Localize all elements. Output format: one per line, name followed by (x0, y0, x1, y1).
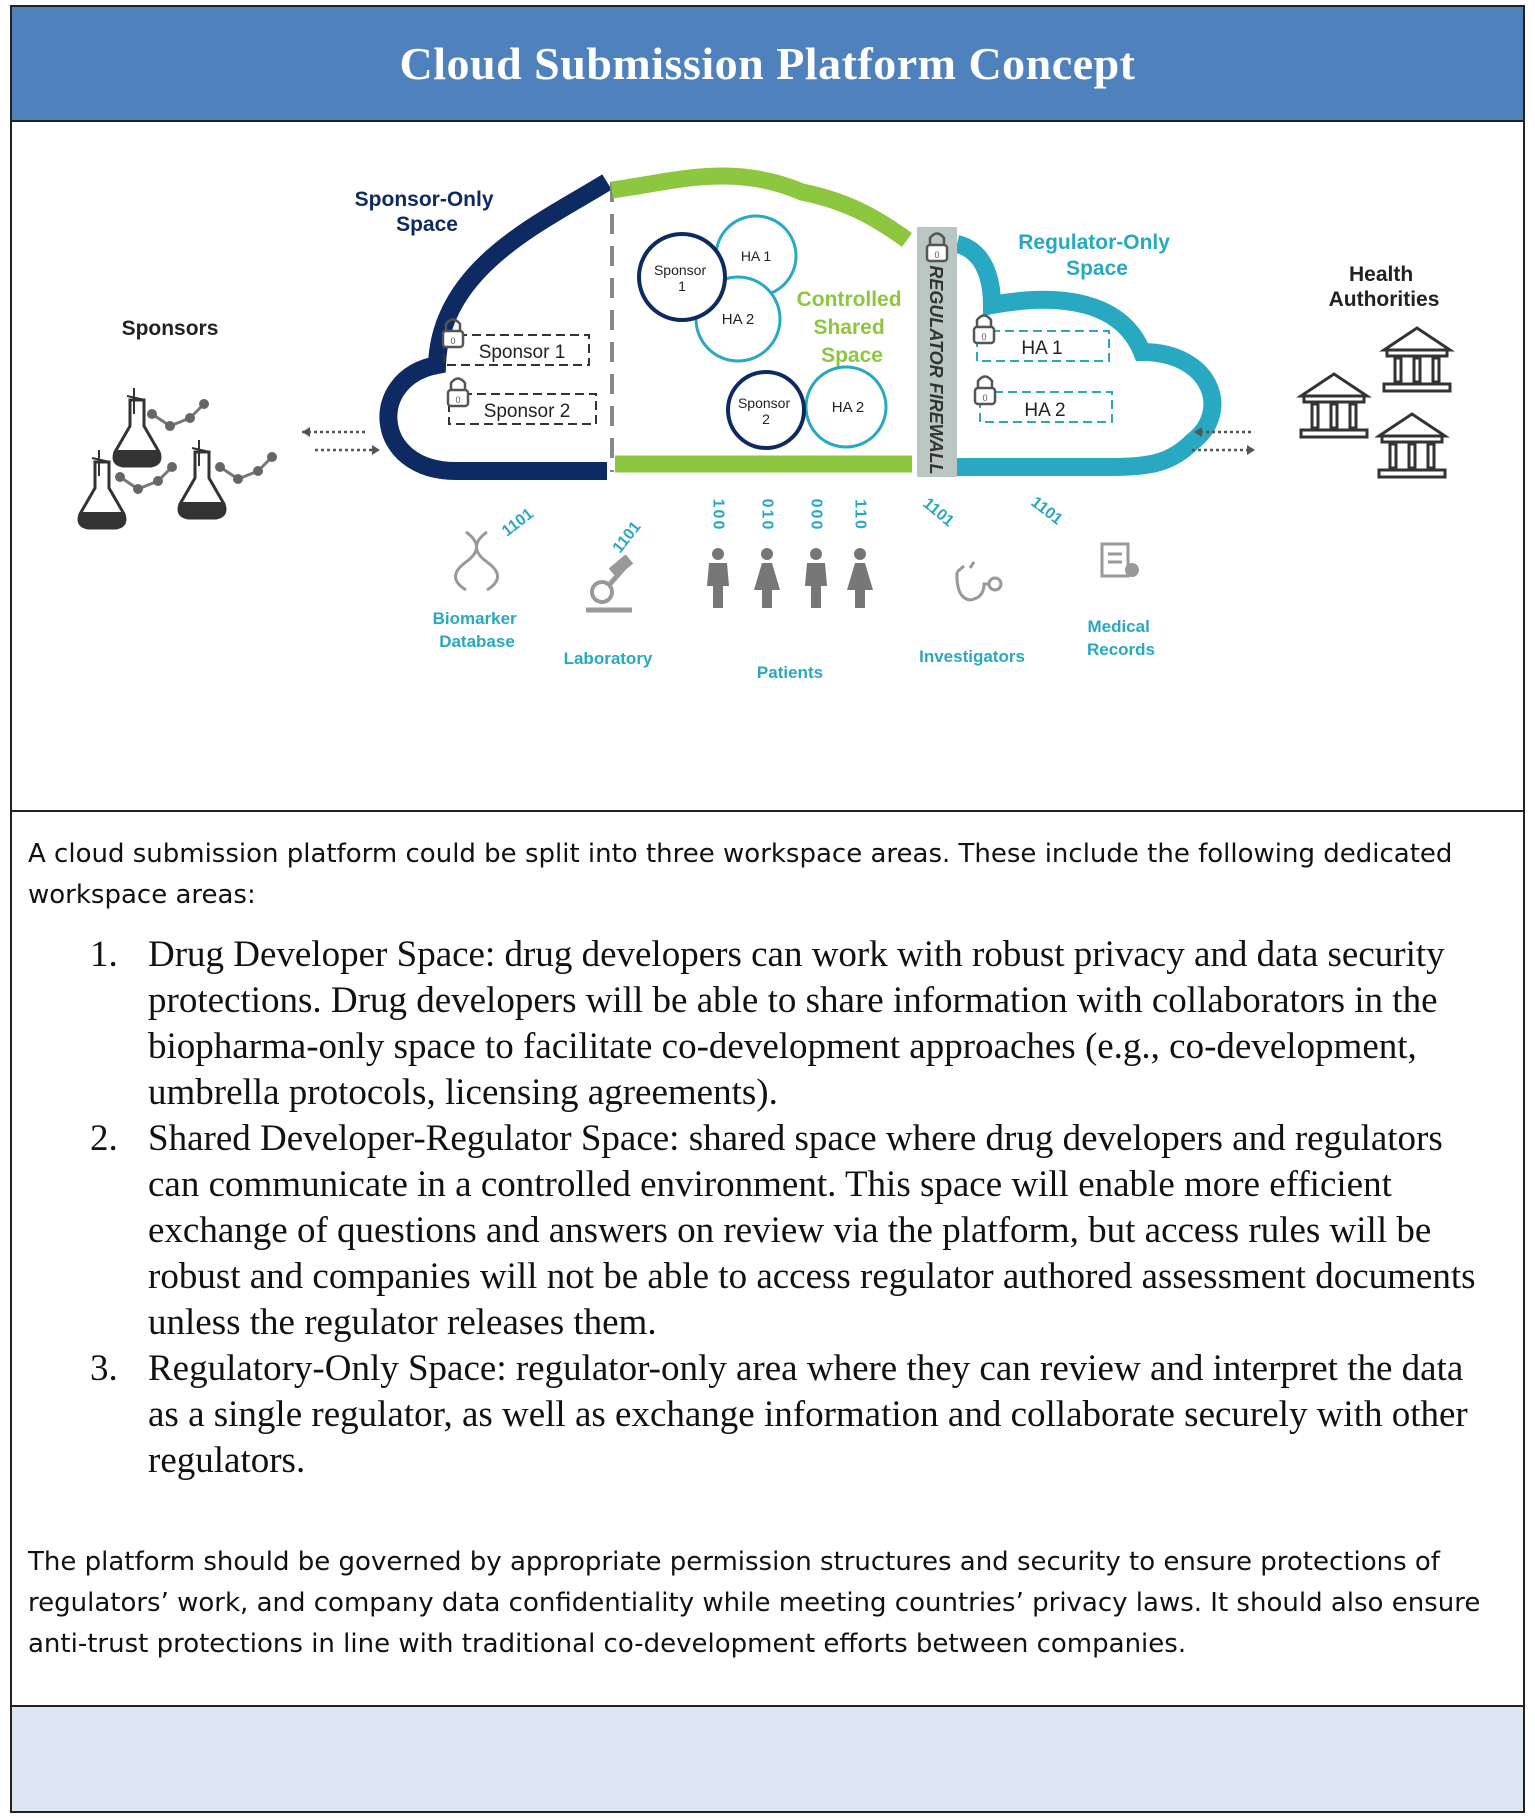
clipboard-icon (1100, 542, 1139, 578)
ha-1-box: HA 1 (972, 314, 1110, 362)
firewall-label: REGULATOR FIREWALL (926, 265, 946, 474)
laboratory-label: Laboratory (564, 649, 653, 668)
regulator-firewall (917, 227, 957, 477)
sponsor-2-circle (726, 370, 806, 450)
svg-text:010: 010 (759, 499, 776, 532)
intro-paragraph: A cloud submission platform could be spl… (28, 839, 1453, 910)
ha-2-box: HA 2 (973, 375, 1113, 423)
ha-2-circle-label: HA 2 (722, 311, 755, 328)
sponsor-space-label: Sponsor-Only Space (355, 188, 500, 236)
svg-text:1101: 1101 (919, 495, 957, 530)
sponsor-1-circle-label: Sponsor 1 (654, 262, 710, 294)
ha-1-circle-label: HA 1 (741, 248, 772, 264)
list-number: 2. (90, 1118, 118, 1159)
medical-records-label: Medical Records (1087, 617, 1155, 659)
person-icon (707, 548, 873, 608)
lock-icon (446, 377, 470, 408)
investigators-label: Investigators (919, 647, 1025, 666)
regulator-space-arc (954, 235, 1222, 476)
svg-text:000: 000 (808, 499, 825, 532)
svg-text:HA 1: HA 1 (1021, 338, 1062, 359)
lock-icon (972, 314, 996, 345)
svg-text:1101: 1101 (1028, 494, 1066, 529)
binary-streams: 1101 1101 1101 1101 (499, 494, 1065, 557)
shared-space-top-edge (610, 167, 912, 247)
list-item: 1. Drug Developer Space: drug developers… (12, 932, 1512, 1116)
ha-2-bottom-circle-label: HA 2 (832, 399, 865, 416)
cloud-diagram: 0 Sponsors (77, 167, 1452, 682)
stethoscope-icon (955, 561, 1003, 602)
biomarker-database-label: Biomarker Database (433, 609, 522, 651)
flask-molecule-icon (77, 386, 279, 530)
list-item: 3. Regulatory-Only Space: regulator-only… (12, 1346, 1512, 1484)
microscope-icon (586, 554, 634, 613)
regulator-space-label: Regulator-Only Space (1018, 231, 1176, 280)
diagram-panel: 0 Sponsors (12, 122, 1523, 812)
svg-text:110: 110 (852, 499, 869, 531)
svg-text:100: 100 (710, 499, 727, 532)
svg-text:Sponsor 1: Sponsor 1 (479, 342, 566, 363)
list-item-text: Drug Developer Space: drug developers ca… (148, 934, 1445, 1113)
health-authorities-label: Health Authorities (1329, 263, 1440, 311)
list-number: 3. (90, 1348, 118, 1389)
patient-bit-columns: 100 010 000 110 (710, 499, 869, 532)
list-item-text: Shared Developer-Regulator Space: shared… (148, 1118, 1476, 1343)
sponsor-exchange-arrows (302, 427, 380, 455)
page-title: Cloud Submission Platform Concept (399, 38, 1136, 89)
list-number: 1. (90, 934, 118, 975)
list-item: 2. Shared Developer-Regulator Space: sha… (12, 1116, 1512, 1346)
sponsor-1-box: Sponsor 1 (441, 318, 590, 366)
sponsor-space-arc (379, 174, 612, 480)
sponsor-2-circle-label: Sponsor 2 (738, 395, 794, 427)
title-bar: Cloud Submission Platform Concept (12, 7, 1523, 122)
lock-icon (973, 375, 997, 406)
regulator-exchange-arrows (1192, 427, 1255, 455)
footer-band (12, 1705, 1523, 1811)
closing-paragraph: The platform should be governed by appro… (28, 1547, 1481, 1659)
sponsors-label: Sponsors (122, 317, 219, 340)
shared-space-label: Controlled Shared Space (797, 288, 908, 367)
description-panel: A cloud submission platform could be spl… (12, 812, 1523, 1709)
svg-text:Sponsor 2: Sponsor 2 (484, 401, 571, 422)
workspace-list: 1. Drug Developer Space: drug developers… (12, 932, 1512, 1484)
svg-text:1101: 1101 (610, 519, 645, 557)
svg-text:HA 2: HA 2 (1024, 400, 1065, 421)
patients-label: Patients (757, 663, 823, 682)
figure-frame: Cloud Submission Platform Concept (10, 5, 1525, 1813)
list-item-text: Regulatory-Only Space: regulator-only ar… (148, 1348, 1468, 1481)
sponsor-2-box: Sponsor 2 (446, 377, 597, 425)
bank-building-icon (1299, 326, 1452, 479)
dna-icon (454, 530, 499, 592)
ha-2-bottom-circle (804, 365, 888, 449)
sponsor-1-circle (637, 232, 727, 322)
svg-text:1101: 1101 (499, 505, 537, 540)
